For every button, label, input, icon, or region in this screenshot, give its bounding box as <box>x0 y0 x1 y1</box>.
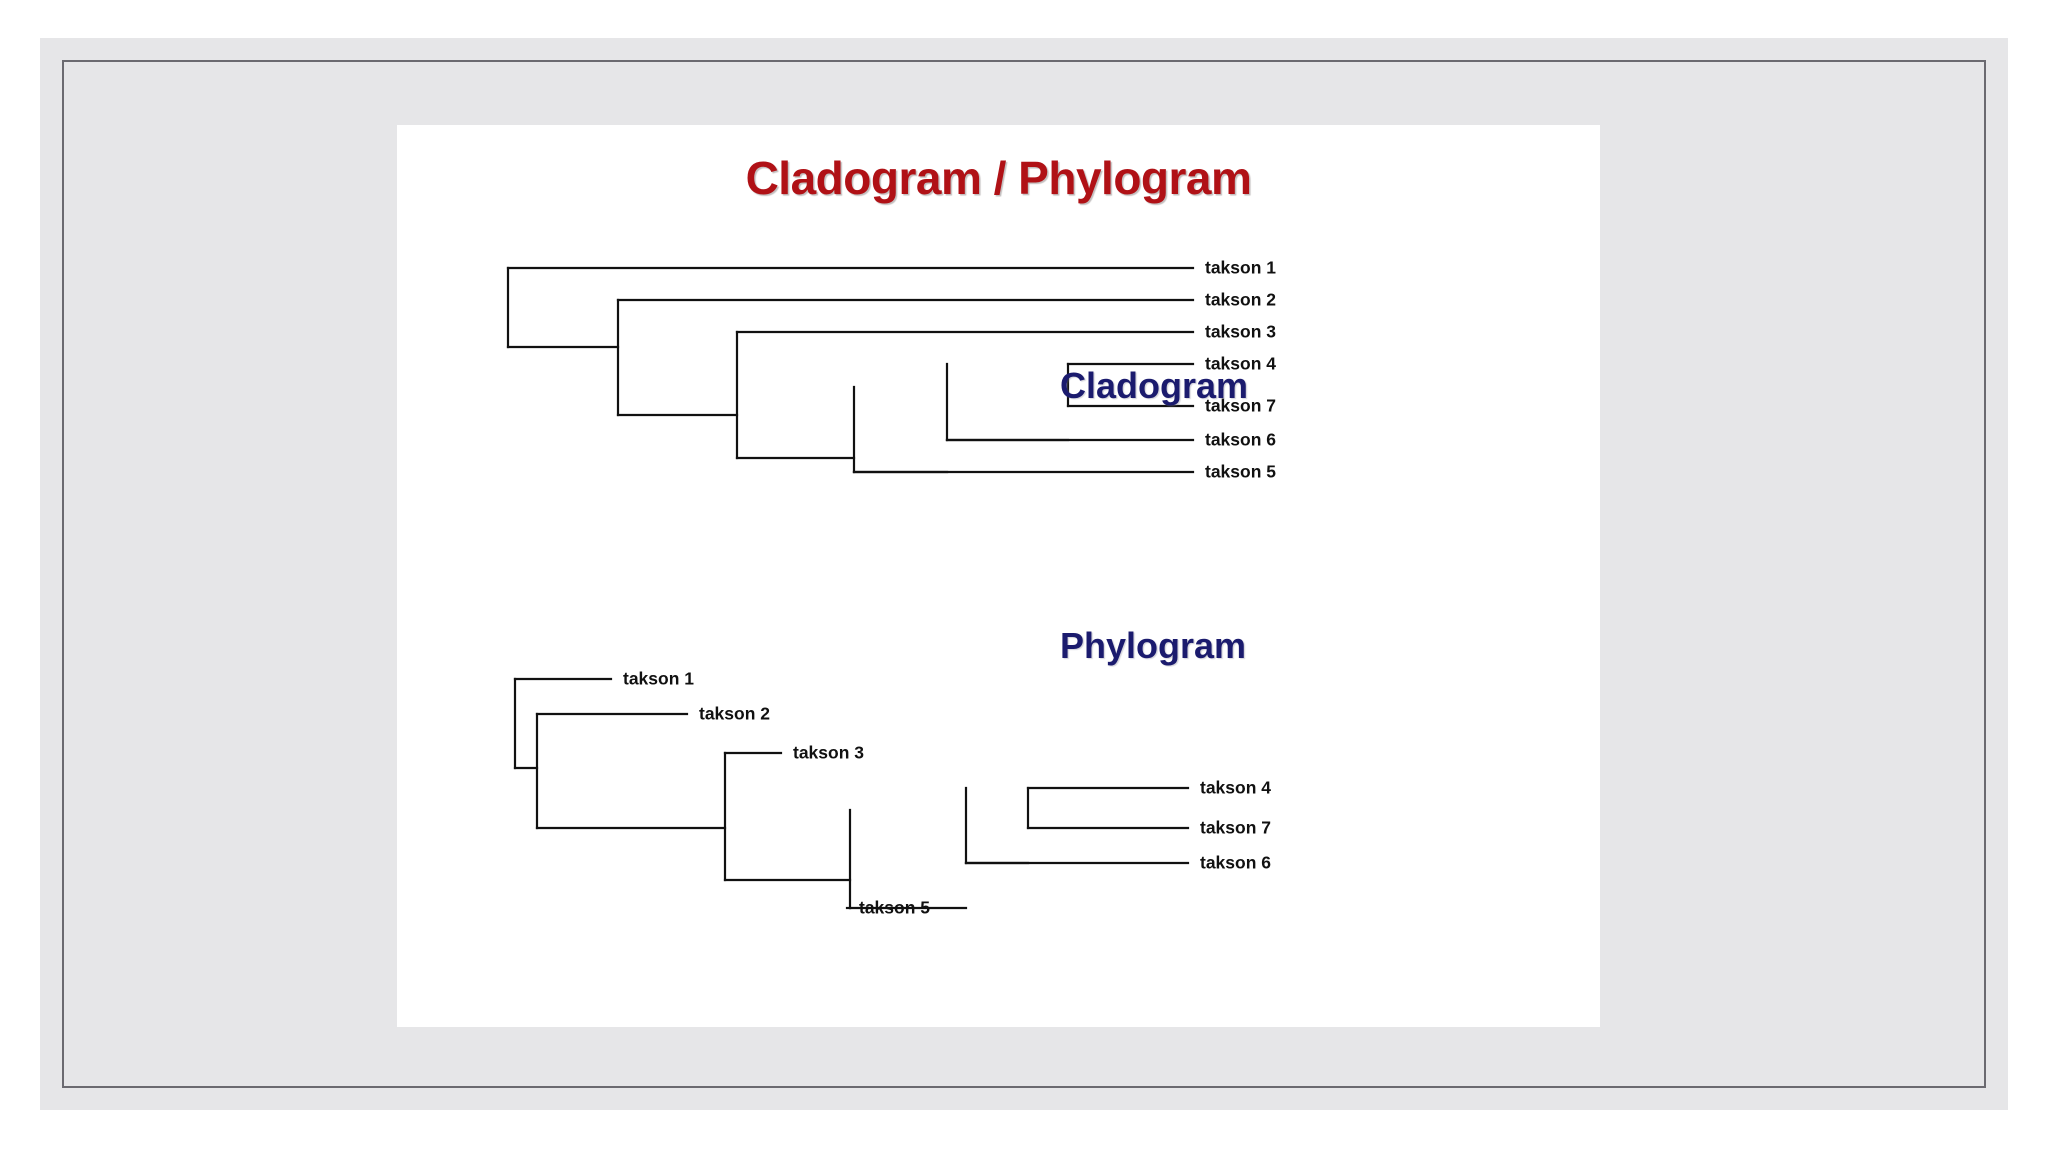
phylogram-section-label: Phylogram <box>1060 625 1247 666</box>
tip-label-takson-6: takson 6 <box>1205 430 1276 450</box>
tip-label-takson-3: takson 3 <box>793 743 864 763</box>
tip-label-takson-4: takson 4 <box>1200 778 1271 798</box>
tip-label-takson-5: takson 5 <box>859 898 930 918</box>
cladogram-tree: takson 1 takson 2 takson 3 takson 4 takson 7… <box>506 258 1276 482</box>
tip-label-takson-7: takson 7 <box>1205 396 1276 416</box>
tip-label-takson-2: takson 2 <box>699 704 770 724</box>
tip-label-takson-1: takson 1 <box>1205 258 1276 278</box>
tip-label-takson-2: takson 2 <box>1205 290 1276 310</box>
cladogram-section-label: Cladogram <box>1060 365 1249 406</box>
tip-label-takson-4: takson 4 <box>1205 354 1276 374</box>
tip-label-takson-1: takson 1 <box>623 669 694 689</box>
tip-label-takson-6: takson 6 <box>1200 853 1271 873</box>
page-title: Cladogram / Phylogram <box>745 152 1252 204</box>
slide-inner-border <box>62 60 1986 1088</box>
tip-label-takson-3: takson 3 <box>1205 322 1276 342</box>
tip-label-takson-5: takson 5 <box>1205 462 1276 482</box>
tip-label-takson-7: takson 7 <box>1200 818 1271 838</box>
